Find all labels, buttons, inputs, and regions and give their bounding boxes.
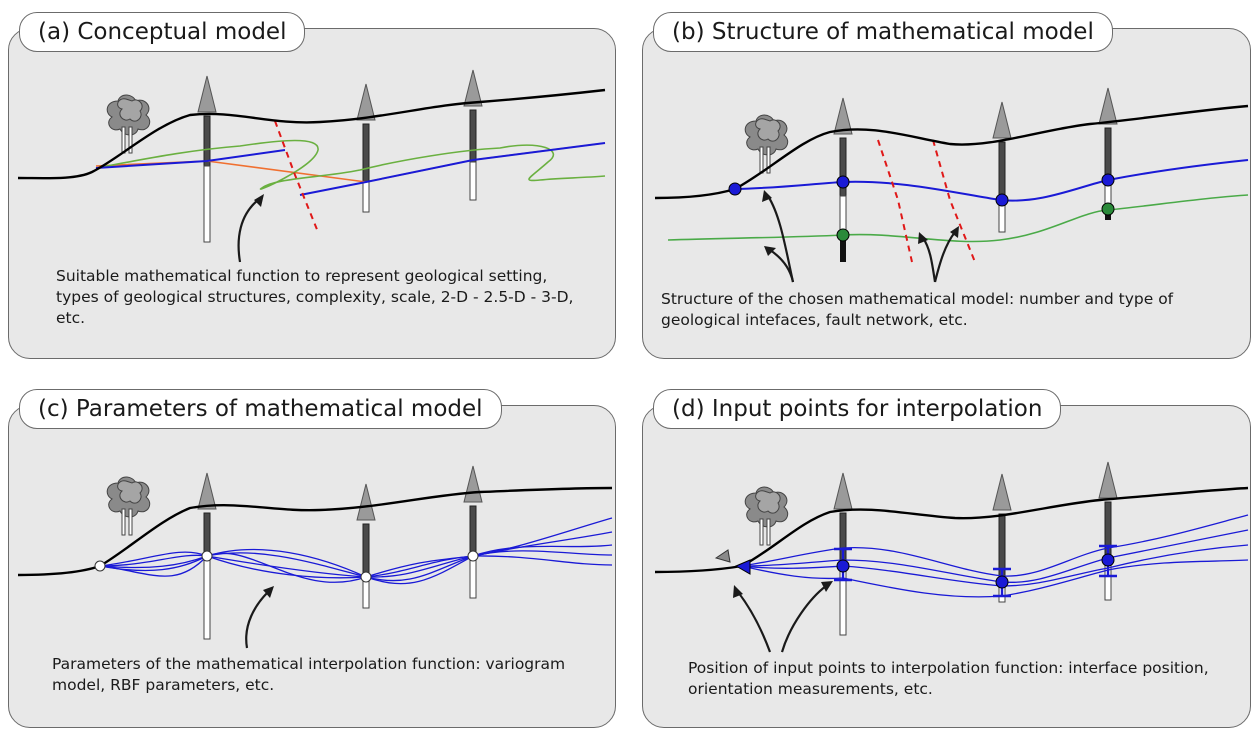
topography-surface	[17, 486, 613, 577]
borehole	[998, 141, 1006, 199]
arrow-head	[950, 226, 959, 238]
borehole	[469, 109, 477, 163]
borehole	[469, 505, 477, 557]
tree-icon	[744, 114, 789, 174]
fault-line	[877, 139, 913, 263]
annotation-arrow	[237, 199, 259, 263]
borehole	[203, 512, 211, 558]
borehole	[1104, 127, 1112, 181]
layer-point	[1101, 202, 1115, 216]
panel-b-artwork	[654, 87, 1249, 283]
borehole	[203, 115, 211, 167]
panel-d-artwork	[654, 461, 1249, 653]
borehole-lower	[362, 181, 370, 213]
derrick-icon	[1098, 87, 1118, 125]
interface-point	[201, 550, 213, 562]
interface-point	[94, 560, 106, 572]
fault-line	[932, 139, 976, 263]
borehole-lower	[203, 556, 211, 640]
arrow-head	[263, 586, 274, 598]
panel-d-caption: Position of input points to interpolatio…	[688, 659, 1209, 698]
interface-point	[467, 550, 479, 562]
layer-point	[836, 228, 850, 242]
panel-d-title: (d) Input points for interpolation	[653, 389, 1062, 429]
derrick-icon	[197, 75, 217, 113]
arrow-head	[254, 194, 264, 207]
orientation-marker	[714, 549, 731, 563]
derrick-icon	[197, 472, 217, 510]
derrick-icon	[992, 101, 1012, 139]
borehole-lower	[469, 161, 477, 201]
interface-point	[995, 575, 1009, 589]
tree-icon	[106, 476, 151, 536]
interface-point	[995, 193, 1009, 207]
arrow-head	[762, 190, 772, 202]
interface-point	[836, 175, 850, 189]
interface-point	[728, 182, 742, 196]
annotation-arrow	[769, 249, 795, 283]
annotation-arrow	[767, 195, 795, 283]
derrick-icon	[992, 473, 1012, 511]
interface-blue	[95, 149, 286, 169]
panel-b	[642, 28, 1251, 359]
arrow-head	[764, 246, 776, 256]
arrow-head	[733, 585, 743, 598]
interface-point	[1101, 173, 1115, 187]
derrick-icon	[356, 83, 376, 121]
interface-blue	[299, 142, 606, 196]
arrow-head	[821, 581, 833, 592]
derrick-icon	[463, 69, 483, 107]
tree-icon	[106, 94, 151, 154]
topography-surface	[17, 88, 606, 180]
interface-blue	[734, 159, 1249, 202]
orientation-marker	[734, 559, 751, 575]
panel-c-caption: Parameters of the mathematical interpola…	[52, 655, 566, 694]
interface-point	[836, 559, 850, 573]
borehole-lower	[203, 165, 211, 243]
annotation-arrow	[737, 591, 772, 653]
borehole-lower	[469, 555, 477, 599]
panel-c-artwork	[17, 465, 613, 649]
panel-a-caption: Suitable mathematical function to repres…	[56, 267, 574, 327]
borehole	[362, 523, 370, 578]
interpolation-curves	[99, 517, 613, 585]
annotation-arrow	[780, 585, 827, 653]
panel-b-title: (b) Structure of mathematical model	[653, 12, 1113, 52]
annotation-arrow	[922, 237, 937, 283]
arrow-head	[918, 232, 928, 244]
fault-line	[274, 120, 319, 233]
panel-a-title: (a) Conceptual model	[19, 12, 306, 52]
panel-c-title: (c) Parameters of mathematical model	[19, 389, 502, 429]
panel-b-caption: Structure of the chosen mathematical mod…	[661, 290, 1174, 329]
derrick-icon	[833, 472, 853, 510]
interface-point	[360, 571, 372, 583]
derrick-icon	[356, 483, 376, 521]
interface-green	[667, 194, 1249, 243]
annotation-arrow	[933, 231, 956, 283]
borehole	[362, 123, 370, 183]
derrick-icon	[463, 465, 483, 503]
topography-surface	[654, 486, 1249, 574]
interface-point	[1101, 553, 1115, 567]
panel-a-artwork	[17, 69, 606, 263]
annotation-arrow	[245, 591, 269, 649]
topography-surface	[654, 104, 1249, 200]
interface-green	[95, 139, 606, 190]
derrick-icon	[1098, 461, 1118, 499]
borehole-bottom	[840, 238, 846, 262]
tree-icon	[744, 486, 789, 546]
interpolation-curves	[741, 514, 1249, 598]
